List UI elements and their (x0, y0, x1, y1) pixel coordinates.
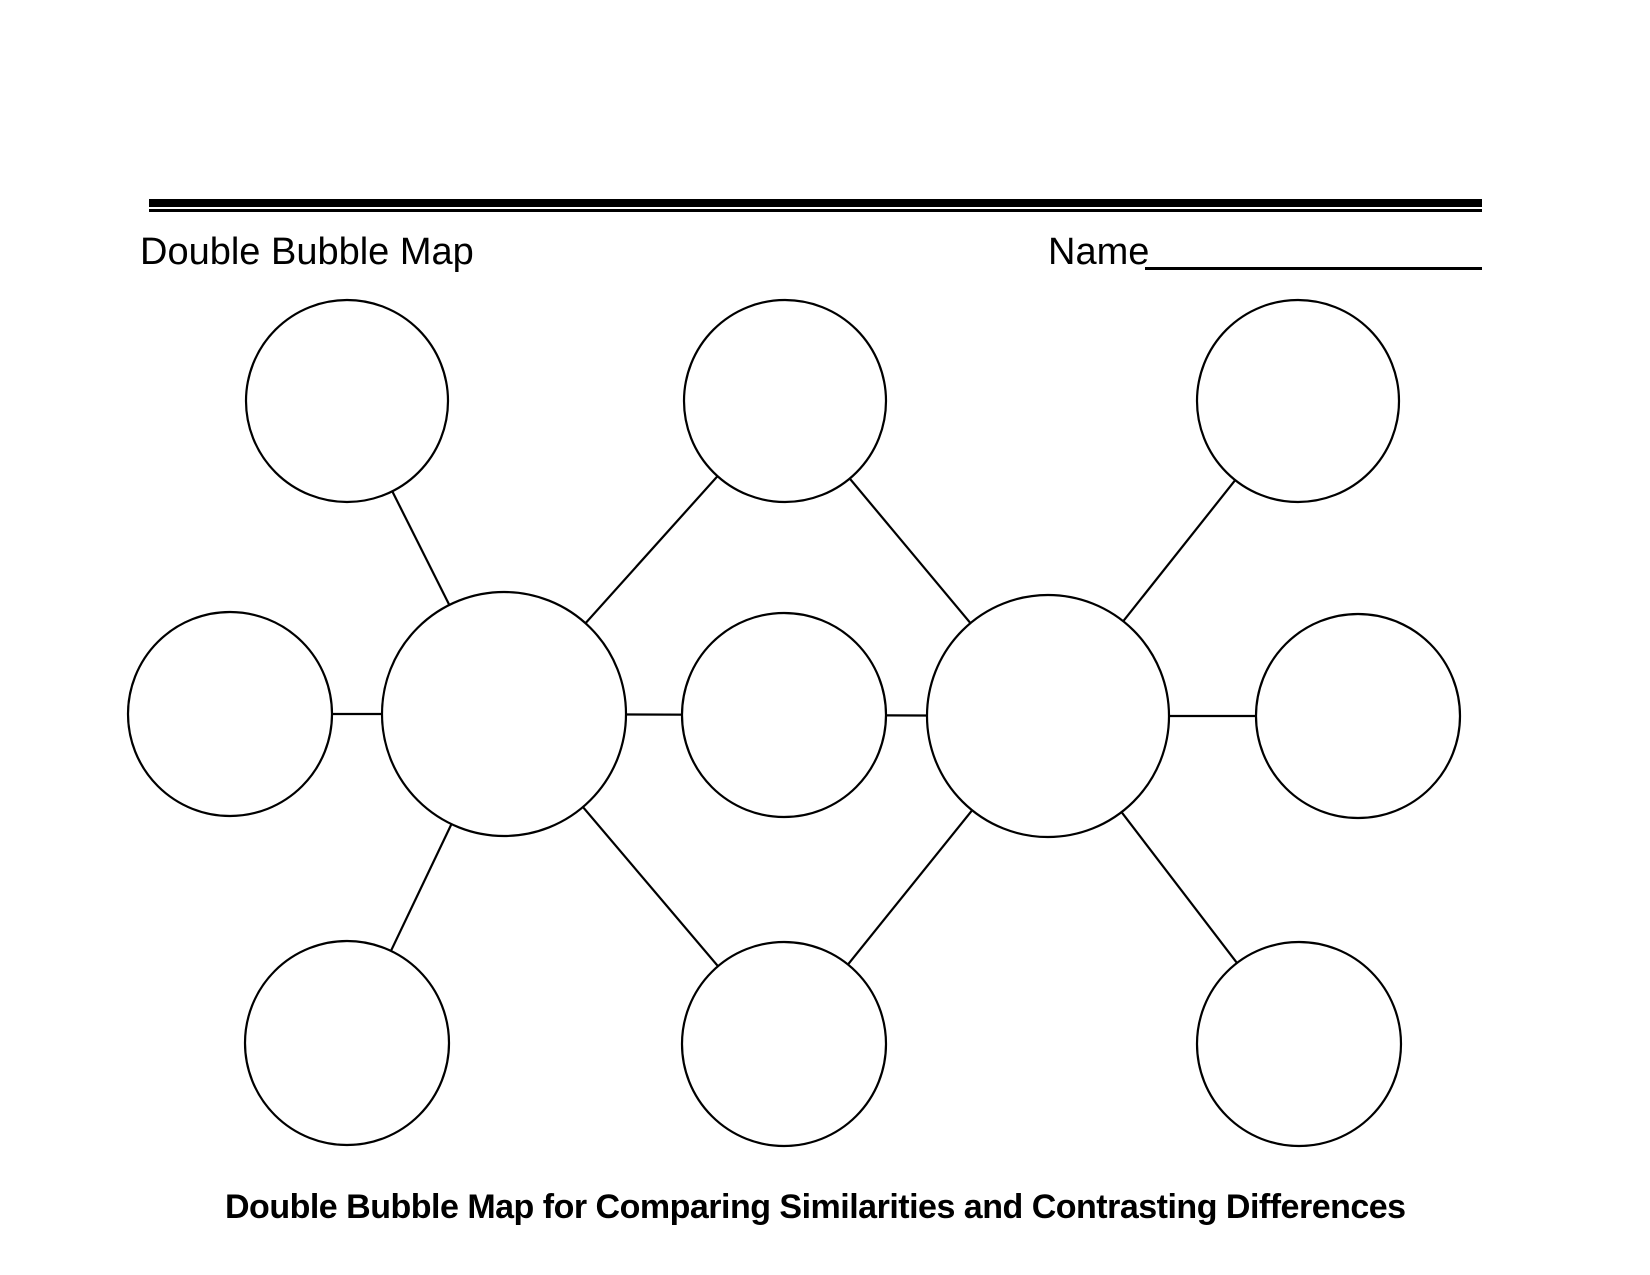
page-title: Double Bubble Map (140, 231, 474, 273)
bubble-top-right[interactable] (1195, 298, 1401, 504)
bubble-top-left[interactable] (244, 298, 450, 504)
name-label: Name (1048, 231, 1150, 273)
bubble-right-hub[interactable] (925, 593, 1171, 839)
bubble-left-outer[interactable] (126, 610, 334, 818)
header-double-rule-bottom (149, 209, 1482, 212)
bubble-bottom-middle[interactable] (680, 940, 888, 1148)
bubble-middle[interactable] (680, 611, 888, 819)
bubble-bottom-right[interactable] (1195, 940, 1403, 1148)
name-fill-in-line[interactable] (1145, 238, 1482, 270)
bubble-left-hub[interactable] (380, 590, 628, 838)
bubble-top-middle[interactable] (682, 298, 888, 504)
bubble-bottom-left[interactable] (243, 939, 451, 1147)
header-double-rule-top (149, 199, 1482, 207)
footer-caption: Double Bubble Map for Comparing Similari… (225, 1188, 1406, 1226)
bubble-right-outer[interactable] (1254, 612, 1462, 820)
